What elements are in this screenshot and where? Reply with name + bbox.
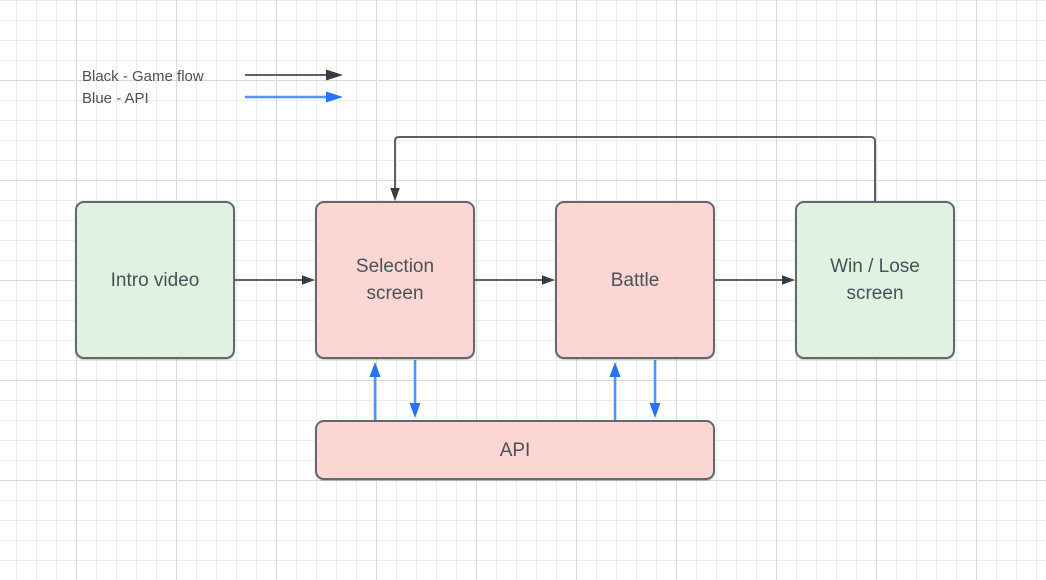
- node-intro-video-label: Intro video: [110, 269, 200, 291]
- legend-label-api: Blue - API: [82, 90, 149, 107]
- legend-black-arrow-icon[interactable]: [245, 69, 343, 81]
- node-battle[interactable]: Battle: [555, 201, 715, 359]
- connector-selection-to-battle[interactable]: [475, 275, 555, 285]
- connector-intro-to-selection[interactable]: [235, 275, 315, 285]
- connector-selection-to-api[interactable]: [409, 360, 421, 418]
- node-selection-screen-label: Selection screen: [355, 256, 435, 304]
- node-win-lose-screen-label: Win / Lose screen: [830, 256, 920, 304]
- legend-item-game-flow[interactable]: Black - Game flow: [82, 66, 204, 88]
- node-api[interactable]: API: [315, 420, 715, 480]
- connector-battle-to-winlose[interactable]: [715, 275, 795, 285]
- connector-api-to-selection[interactable]: [369, 362, 381, 420]
- node-intro-video[interactable]: Intro video: [75, 201, 235, 359]
- connector-winlose-to-selection[interactable]: [390, 136, 876, 201]
- legend-item-api[interactable]: Blue - API: [82, 88, 204, 110]
- node-battle-label: Battle: [610, 269, 660, 291]
- connector-battle-to-api[interactable]: [649, 360, 661, 418]
- node-selection-screen[interactable]: Selection screen: [315, 201, 475, 359]
- legend-blue-arrow-icon[interactable]: [245, 91, 343, 103]
- node-win-lose-screen[interactable]: Win / Lose screen: [795, 201, 955, 359]
- node-api-label: API: [499, 439, 531, 461]
- legend-label-game-flow: Black - Game flow: [82, 68, 204, 85]
- connector-api-to-battle[interactable]: [609, 362, 621, 420]
- legend: Black - Game flow Blue - API: [82, 66, 204, 110]
